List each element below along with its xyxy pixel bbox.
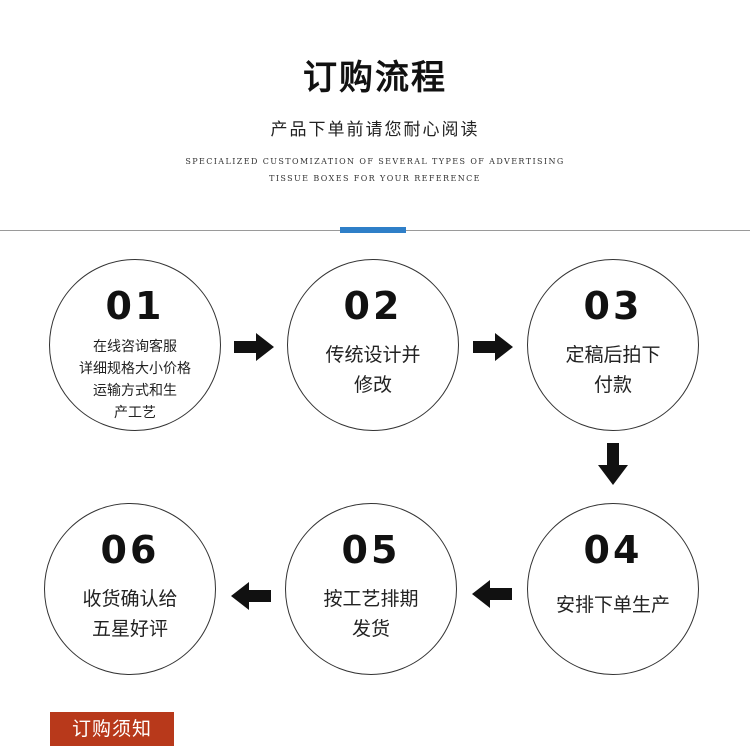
step-line: 付款 <box>593 374 632 396</box>
step-description: 安排下单生产 <box>542 590 684 620</box>
step-number: 03 <box>583 284 643 328</box>
english-caption-line-1: SPECIALIZED CUSTOMIZATION OF SEVERAL TYP… <box>185 157 565 166</box>
step-description: 传统设计并 修改 <box>302 340 444 400</box>
english-caption-line-2: TISSUE BOXES FOR YOUR REFERENCE <box>269 174 481 183</box>
step-description: 在线咨询客服 详细规格大小价格 运输方式和生 产工艺 <box>64 336 206 424</box>
step-line: 产工艺 <box>114 405 156 421</box>
step-line: 运输方式和生 <box>93 383 177 399</box>
page-subtitle: 产品下单前请您耐心阅读 <box>270 120 480 140</box>
step-line: 五星好评 <box>91 618 168 640</box>
step-03-circle: 03 定稿后拍下 付款 <box>527 259 699 431</box>
accent-bar <box>340 227 406 233</box>
step-description: 收货确认给 五星好评 <box>59 584 201 644</box>
step-line: 详细规格大小价格 <box>79 361 191 377</box>
step-line: 在线咨询客服 <box>93 339 177 355</box>
step-description: 按工艺排期 发货 <box>300 584 442 644</box>
arrow-right-icon <box>234 333 274 361</box>
page-title: 订购流程 <box>303 58 447 98</box>
step-line: 修改 <box>353 374 392 396</box>
arrow-down-icon <box>598 443 628 485</box>
step-05-circle: 05 按工艺排期 发货 <box>285 503 457 675</box>
step-line: 安排下单生产 <box>555 594 670 616</box>
step-01-circle: 01 在线咨询客服 详细规格大小价格 运输方式和生 产工艺 <box>49 259 221 431</box>
step-number: 01 <box>105 284 165 328</box>
step-line: 定稿后拍下 <box>565 344 661 366</box>
step-line: 传统设计并 <box>325 344 421 366</box>
arrow-left-icon <box>472 580 512 608</box>
arrow-left-icon <box>231 582 271 610</box>
arrow-right-icon <box>473 333 513 361</box>
step-02-circle: 02 传统设计并 修改 <box>287 259 459 431</box>
step-04-circle: 04 安排下单生产 <box>527 503 699 675</box>
step-06-circle: 06 收货确认给 五星好评 <box>44 503 216 675</box>
step-description: 定稿后拍下 付款 <box>542 340 684 400</box>
step-line: 收货确认给 <box>82 588 178 610</box>
step-number: 06 <box>100 528 160 572</box>
order-notice-tab[interactable]: 订购须知 <box>50 712 174 746</box>
step-number: 05 <box>341 528 401 572</box>
step-line: 发货 <box>351 618 390 640</box>
step-line: 按工艺排期 <box>323 588 419 610</box>
step-number: 02 <box>343 284 403 328</box>
step-number: 04 <box>583 528 643 572</box>
